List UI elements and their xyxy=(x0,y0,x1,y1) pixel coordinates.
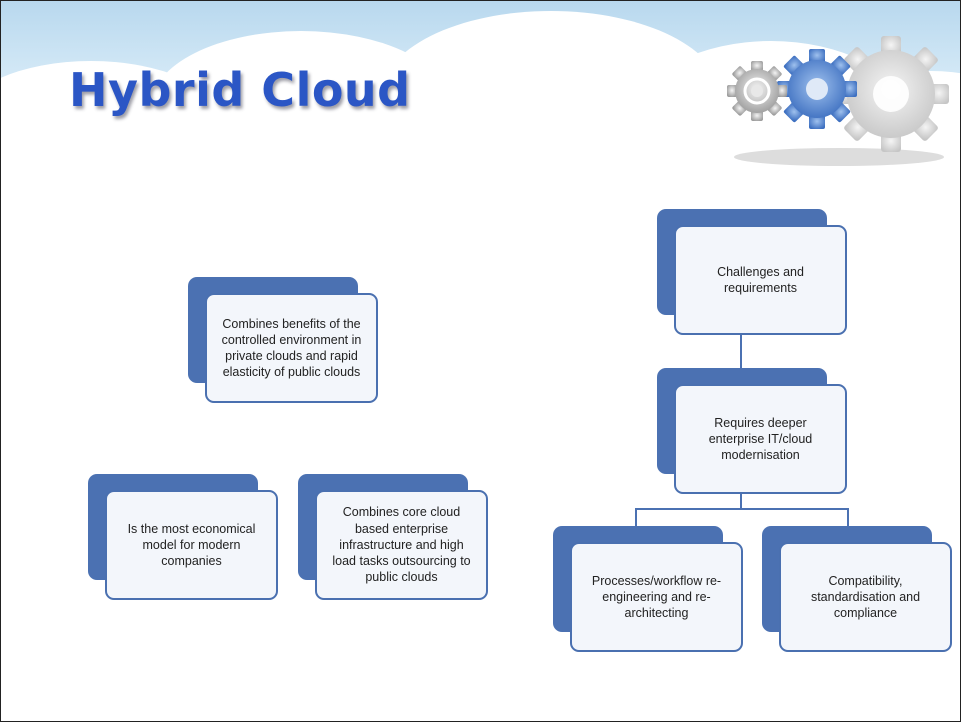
node-middle: Requires deeper enterprise IT/cloud mode… xyxy=(657,368,847,494)
node-leaf-right: Compatibility, standardisation and compl… xyxy=(762,526,952,652)
node-leaf-left: Processes/workflow re-engineering and re… xyxy=(553,526,743,652)
connector-horizontal xyxy=(635,508,849,510)
node-core-text: Combines core cloud based enterprise inf… xyxy=(315,490,488,600)
node-leaf-left-text: Processes/workflow re-engineering and re… xyxy=(570,542,743,652)
connector-middle-down xyxy=(740,492,742,510)
connector-to-leaf-right xyxy=(847,508,849,528)
node-middle-text: Requires deeper enterprise IT/cloud mode… xyxy=(674,384,847,494)
node-root: Challenges and requirements xyxy=(657,209,847,335)
node-core: Combines core cloud based enterprise inf… xyxy=(298,474,488,600)
node-leaf-right-text: Compatibility, standardisation and compl… xyxy=(779,542,952,652)
node-root-text: Challenges and requirements xyxy=(674,225,847,335)
node-economical: Is the most economical model for modern … xyxy=(88,474,278,600)
gears-icon xyxy=(727,36,949,166)
connector-root-middle xyxy=(740,335,742,373)
node-benefits-text: Combines benefits of the controlled envi… xyxy=(205,293,378,403)
node-benefits: Combines benefits of the controlled envi… xyxy=(188,277,378,403)
node-economical-text: Is the most economical model for modern … xyxy=(105,490,278,600)
connector-to-leaf-left xyxy=(635,508,637,528)
slide-title: Hybrid Cloud xyxy=(69,63,411,117)
